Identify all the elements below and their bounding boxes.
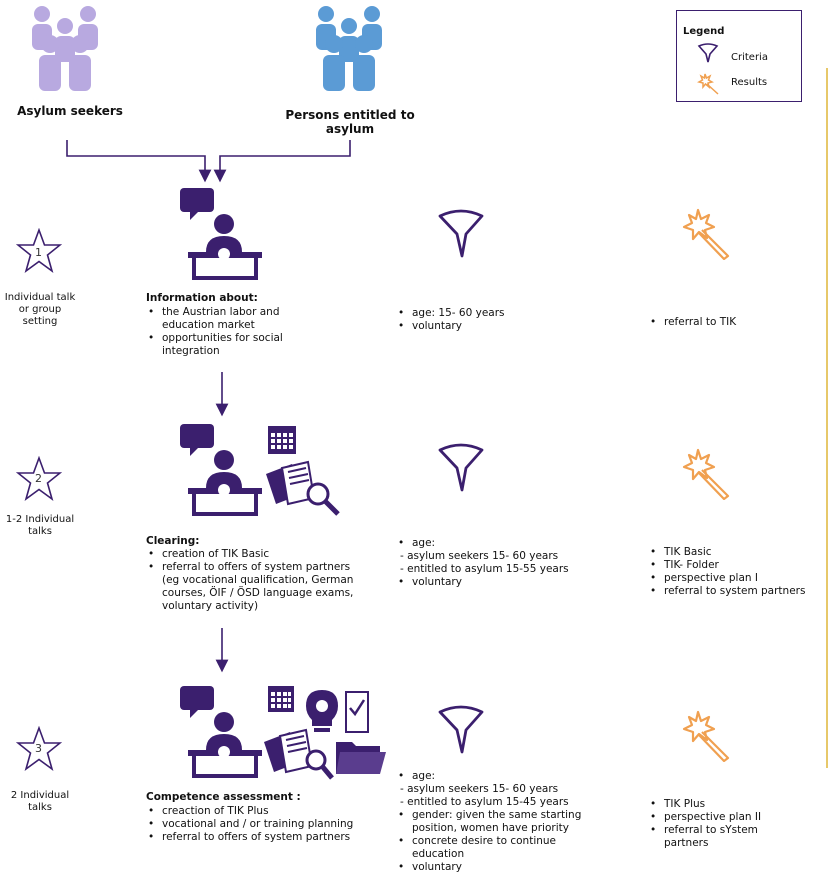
step2-item: creation of TIK Basic (146, 548, 396, 561)
step3-item: creaction of TIK Plus (146, 805, 396, 818)
step3-heading: Competence assessment : (146, 791, 301, 803)
step1-item: education market (162, 319, 255, 331)
step1-star-icon (16, 228, 62, 274)
step3-results-list: TIK Plus perspective plan II referral to… (648, 798, 828, 850)
step2-criteria-list: age: - asylum seekers 15- 60 years - ent… (396, 537, 636, 589)
step2-results-list: TIK Basic TIK- Folder perspective plan I… (648, 546, 835, 598)
entitled-connector (213, 140, 351, 183)
step2-calendar-documents-icon (266, 426, 340, 516)
step2-results-wand-icon (682, 448, 730, 500)
step3-criterion: concrete desire to continue (396, 835, 636, 848)
step2-criterion: voluntary (396, 576, 636, 589)
asylum-seekers-people-icon (32, 6, 98, 91)
step1-item: opportunities for social (146, 332, 346, 345)
step2-caption-line1: 1-2 Individual (5, 514, 75, 525)
step2-result: perspective plan I (648, 572, 835, 585)
step1-item: the Austrian labor and (146, 306, 346, 319)
step1-criterion: voluntary (396, 320, 616, 333)
legend-title: Legend (683, 26, 725, 37)
step2-item: (eg vocational qualification, German (162, 574, 354, 586)
step3-criterion: - entitled to asylum 15-45 years (400, 796, 569, 808)
step1-heading: Information about: (146, 292, 258, 304)
step1-result: referral to TIK (648, 316, 828, 329)
step3-number: 3 (35, 742, 42, 755)
asylum-seekers-connector (66, 140, 212, 183)
step3-caption-line1: 2 Individual (10, 790, 70, 801)
step3-criterion: voluntary (396, 861, 636, 874)
legend-magic-wand-icon (697, 73, 719, 95)
step2-funnel-icon (438, 443, 484, 492)
step3-criterion: gender: given the same starting (396, 809, 636, 822)
step2-result: TIK- Folder (648, 559, 835, 572)
step2-number: 2 (35, 472, 42, 485)
step3-results-wand-icon (682, 710, 730, 762)
step3-assessment-tools-icon (264, 686, 386, 780)
step1-results-wand-icon (682, 208, 730, 260)
step1-criteria-list: age: 15- 60 years voluntary (396, 307, 616, 333)
step3-item: vocational and / or training planning (146, 818, 396, 831)
legend-results-label: Results (731, 77, 768, 88)
step1-caption-line2: or group (18, 304, 62, 315)
step1-number: 1 (35, 246, 42, 259)
step3-funnel-icon (438, 705, 484, 754)
step3-result: TIK Plus (648, 798, 828, 811)
step2-criterion: age: (396, 537, 636, 550)
step1-funnel-icon (438, 209, 484, 258)
step3-result: perspective plan II (648, 811, 828, 824)
legend-criteria-label: Criteria (731, 52, 768, 63)
step2-counselor-icon (180, 424, 262, 516)
step1-info-list: the Austrian labor and education market … (146, 306, 346, 358)
step2-item: courses, ÖIF / ÖSD language exams, (162, 587, 354, 599)
step3-criterion: age: (396, 770, 636, 783)
entitled-persons-label-line1: Persons entitled to (285, 108, 415, 122)
step3-criterion: position, women have priority (412, 822, 569, 834)
step2-item: referral to offers of system partners (146, 561, 396, 574)
step2-heading: Clearing: (146, 535, 200, 547)
step3-result: referral to sYstem (648, 824, 828, 837)
step2-star-icon (16, 456, 62, 502)
step3-caption-line2: talks (28, 802, 52, 813)
step2-caption-line2: talks (28, 526, 52, 537)
step3-criteria-list: age: - asylum seekers 15- 60 years - ent… (396, 770, 636, 874)
legend-box (676, 10, 802, 102)
step1-criterion: age: 15- 60 years (396, 307, 616, 320)
step2-result: TIK Basic (648, 546, 835, 559)
right-divider-line (826, 68, 828, 768)
step1-item: integration (162, 345, 220, 357)
step3-counselor-icon (180, 686, 262, 778)
step1-caption-line1: Individual talk (4, 292, 76, 303)
asylum-seekers-label: Asylum seekers (17, 104, 123, 118)
step3-star-icon (16, 726, 62, 772)
step2-result: referral to system partners (648, 585, 835, 598)
step3-criterion: - asylum seekers 15- 60 years (400, 783, 559, 795)
step2-criterion: - asylum seekers 15- 60 years (400, 550, 559, 562)
step2-item: voluntary activity) (162, 600, 259, 612)
step1-counselor-icon (180, 188, 262, 280)
step3-item: referral to offers of system partners (146, 831, 396, 844)
step2-criterion: - entitled to asylum 15-55 years (400, 563, 569, 575)
step3-info-list: creaction of TIK Plus vocational and / o… (146, 805, 396, 844)
step1-caption-line3: setting (22, 316, 58, 327)
entitled-persons-label-line2: asylum (325, 122, 375, 136)
step1-results-list: referral to TIK (648, 316, 828, 329)
step2-info-list: creation of TIK Basic referral to offers… (146, 548, 396, 613)
legend-funnel-icon (697, 43, 719, 63)
step3-criterion: education (412, 848, 465, 860)
entitled-persons-people-icon (316, 6, 382, 91)
step3-result: partners (664, 837, 709, 849)
